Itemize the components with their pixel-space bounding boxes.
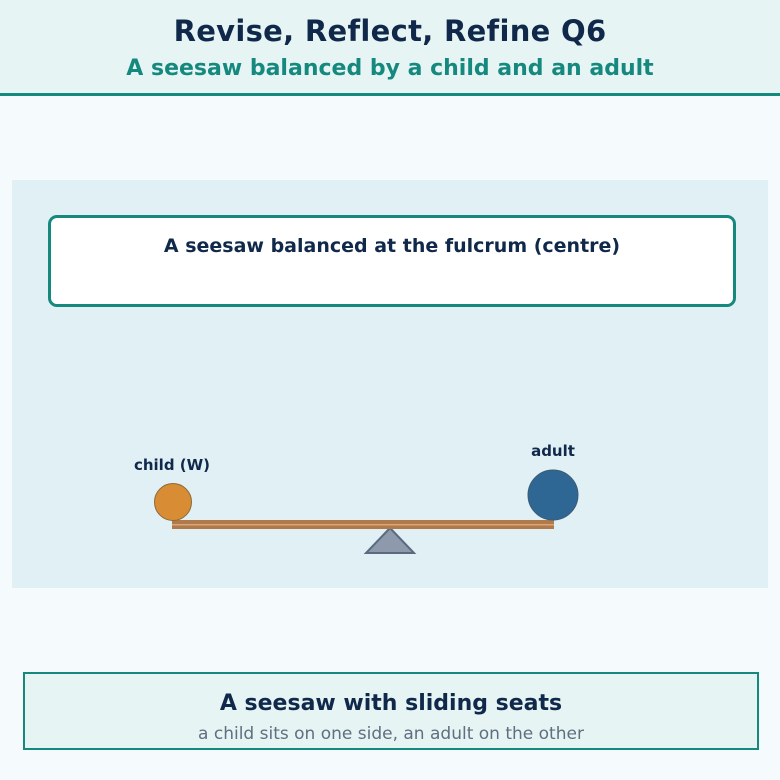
footer-box: A seesaw with sliding seats a child sits… — [23, 672, 759, 750]
caption-text: A seesaw balanced at the fulcrum (centre… — [163, 235, 621, 257]
seesaw-plank-stripe — [172, 524, 554, 526]
child-circle — [154, 483, 192, 521]
footer-subtitle: a child sits on one side, an adult on th… — [198, 724, 584, 744]
page-subtitle: A seesaw balanced by a child and an adul… — [126, 56, 654, 81]
footer-title: A seesaw with sliding seats — [219, 691, 563, 716]
diagram-panel: A seesaw balanced at the fulcrum (centre… — [12, 180, 768, 588]
fulcrum-triangle — [363, 526, 417, 554]
adult-circle — [527, 469, 579, 521]
page-title: Revise, Reflect, Refine Q6 — [173, 14, 607, 48]
caption-box: A seesaw balanced at the fulcrum (centre… — [48, 215, 736, 307]
header-banner: Revise, Reflect, Refine Q6 A seesaw bala… — [0, 0, 780, 96]
seesaw-diagram — [154, 469, 579, 554]
child-label: child (W) — [133, 456, 211, 474]
adult-label: adult — [531, 442, 575, 460]
